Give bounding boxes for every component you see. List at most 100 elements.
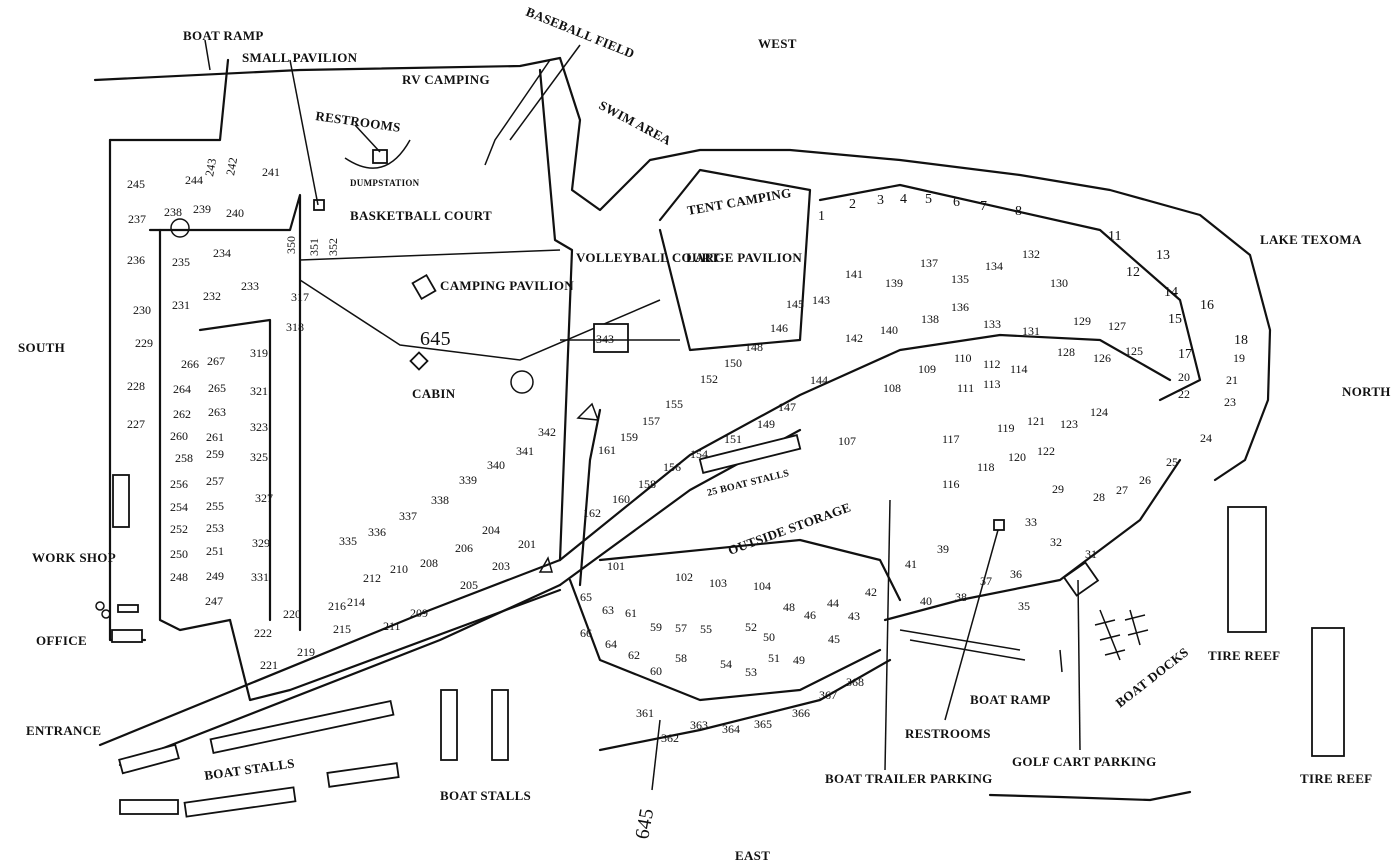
campsite-148: 148 — [745, 340, 763, 354]
golf-cart-parking-icon — [1062, 561, 1100, 597]
campsite-52: 52 — [745, 620, 757, 634]
campsite-46: 46 — [804, 608, 816, 622]
boat-stall-block — [440, 689, 458, 761]
label-work-shop: WORK SHOP — [32, 550, 116, 565]
campsite-256: 256 — [170, 477, 188, 491]
campsite-111: 111 — [957, 381, 974, 395]
campsite-51: 51 — [768, 651, 780, 665]
boat-stalls-25-block — [698, 434, 802, 474]
campsite-250: 250 — [170, 547, 188, 561]
campsite-257: 257 — [206, 474, 224, 488]
label-large-pavilion: LARGE PAVILION — [686, 250, 802, 265]
campsite-234: 234 — [213, 246, 231, 260]
campsite-211: 211 — [383, 619, 401, 633]
campsite-15: 15 — [1168, 312, 1182, 327]
campsite-352: 352 — [326, 238, 340, 256]
campsite-366: 366 — [792, 706, 810, 720]
campsite-340: 340 — [487, 458, 505, 472]
campsite-36: 36 — [1010, 567, 1022, 581]
small-pavilion-icon — [313, 199, 325, 211]
campsite-261: 261 — [206, 430, 224, 444]
campsite-209: 209 — [410, 606, 428, 620]
campsite-368: 368 — [846, 675, 864, 689]
campsite-140: 140 — [880, 323, 898, 337]
campsite-134: 134 — [985, 259, 1003, 273]
campsite-28: 28 — [1093, 490, 1105, 504]
campsite-107: 107 — [838, 434, 856, 448]
campsite-144: 144 — [810, 373, 828, 387]
triangle-marker — [538, 556, 553, 573]
boat-stall-block — [183, 786, 297, 818]
campsite-142: 142 — [845, 331, 863, 345]
campsite-35: 35 — [1018, 599, 1030, 613]
office-building — [111, 629, 143, 643]
campsite-233: 233 — [241, 279, 259, 293]
campsite-325: 325 — [250, 450, 268, 464]
campsite-336: 336 — [368, 525, 386, 539]
campsite-210: 210 — [390, 562, 408, 576]
campsite-141: 141 — [845, 267, 863, 281]
campsite-367: 367 — [819, 688, 837, 702]
campsite-8: 8 — [1015, 204, 1022, 219]
boat-stall-block — [118, 743, 180, 775]
cabin-marker — [510, 370, 534, 394]
label-boat-stalls-mid: BOAT STALLS — [440, 788, 531, 803]
label-boat-trailer-parking: BOAT TRAILER PARKING — [825, 771, 993, 786]
campsite-57: 57 — [675, 621, 687, 635]
campsite-238: 238 — [164, 205, 182, 219]
restroom-icon — [372, 149, 388, 164]
campsite-119: 119 — [997, 421, 1015, 435]
campsite-327: 327 — [255, 491, 273, 505]
campsite-266: 266 — [181, 357, 199, 371]
campsite-323: 323 — [250, 420, 268, 434]
campsite-158: 158 — [638, 477, 656, 491]
campsite-151: 151 — [724, 432, 742, 446]
campsite-132: 132 — [1022, 247, 1040, 261]
campsite-116: 116 — [942, 477, 960, 491]
campsite-125: 125 — [1125, 344, 1143, 358]
campsite-222: 222 — [254, 626, 272, 640]
campsite-13: 13 — [1156, 248, 1170, 263]
label-25-boat-stalls: 25 BOAT STALLS — [706, 468, 791, 499]
campsite-258: 258 — [175, 451, 193, 465]
label-entrance: ENTRANCE — [26, 723, 101, 738]
site-343-pad — [593, 323, 629, 353]
campsite-319: 319 — [250, 346, 268, 360]
label-cabin: CABIN — [412, 386, 456, 401]
campsite-160: 160 — [612, 492, 630, 506]
campsite-42: 42 — [865, 585, 877, 599]
campsite-365: 365 — [754, 717, 772, 731]
campsite-147: 147 — [778, 400, 796, 414]
campsite-157: 157 — [642, 414, 660, 428]
campsite-23: 23 — [1224, 395, 1236, 409]
campsite-228: 228 — [127, 379, 145, 393]
campsite-131: 131 — [1022, 324, 1040, 338]
campsite-27: 27 — [1116, 483, 1128, 497]
boat-stall-block — [209, 699, 395, 755]
campsite-145: 145 — [786, 297, 804, 311]
campsite-342: 342 — [538, 425, 556, 439]
campsite-63: 63 — [602, 603, 614, 617]
campsite-136: 136 — [951, 300, 969, 314]
campsite-18: 18 — [1234, 333, 1248, 348]
boat-stall-block — [326, 762, 400, 788]
campsite-350: 350 — [284, 236, 298, 254]
campsite-102: 102 — [675, 570, 693, 584]
campsite-120: 120 — [1008, 450, 1026, 464]
work-shop-building — [112, 474, 130, 528]
label-golf-cart-parking: GOLF CART PARKING — [1012, 754, 1157, 769]
label-dumpstation: DUMPSTATION — [350, 178, 420, 188]
label-lake-texoma: LAKE TEXOMA — [1260, 232, 1362, 247]
campsite-37: 37 — [980, 574, 992, 588]
campsite-3: 3 — [877, 193, 884, 208]
campsite-11: 11 — [1108, 229, 1121, 244]
campsite-201: 201 — [518, 537, 536, 551]
campsite-259: 259 — [206, 447, 224, 461]
campsite-139: 139 — [885, 276, 903, 290]
campsite-6: 6 — [953, 195, 960, 210]
campsite-41: 41 — [905, 557, 917, 571]
label-north: NORTH — [1342, 384, 1391, 399]
label-camping-pavilion: CAMPING PAVILION — [440, 278, 574, 293]
